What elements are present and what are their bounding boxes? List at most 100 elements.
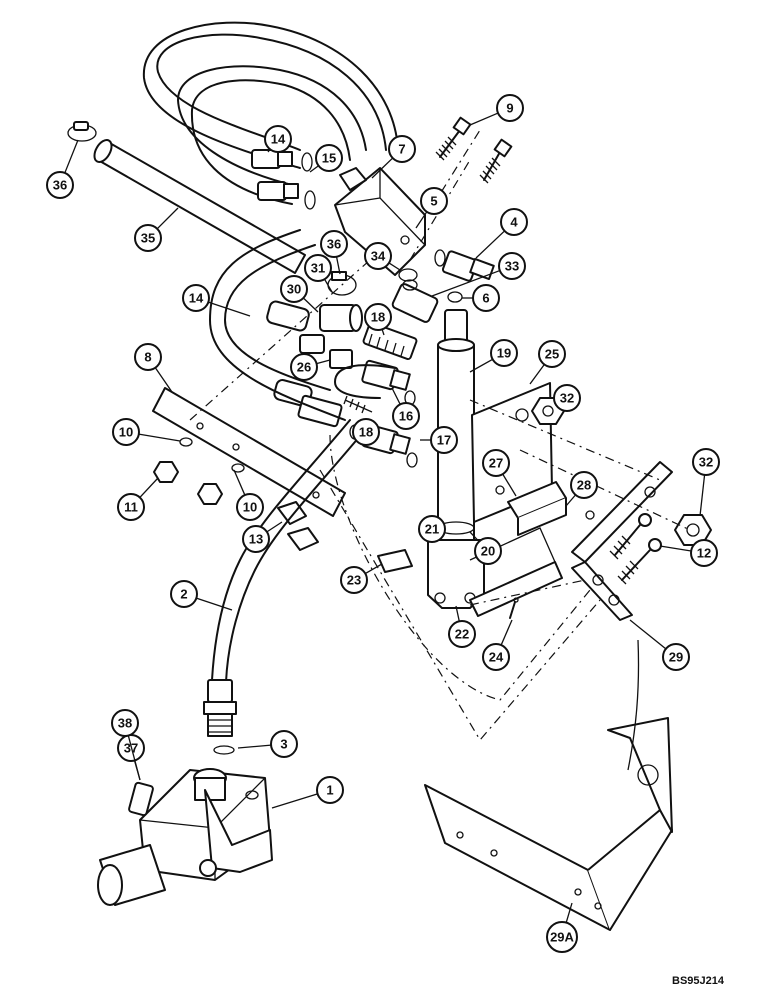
callout-15: 15: [309, 144, 343, 173]
callout-3: 3: [237, 730, 298, 758]
callout-10: 10: [112, 418, 181, 446]
u-tube: [334, 364, 396, 399]
callout-label: 10: [243, 500, 257, 515]
callout-label: 33: [505, 259, 519, 274]
hose-end-left: [266, 300, 343, 428]
nut-11: [153, 461, 223, 505]
fitting-18-upper: [362, 321, 418, 361]
callout-4: 4: [475, 208, 528, 259]
callout-label: 28: [577, 478, 591, 493]
callout-circle: [420, 187, 448, 215]
callout-circle: [498, 252, 526, 280]
callout-19: 19: [469, 339, 518, 373]
callout-leader: [302, 297, 319, 313]
callout-circle: [418, 515, 446, 543]
callout-label: 10: [119, 425, 133, 440]
callout-37: 37: [117, 734, 145, 781]
hose-14-mid: [209, 229, 346, 421]
callout-28: 28: [565, 471, 598, 507]
callout-circle: [546, 921, 578, 953]
callout-leader: [469, 112, 499, 126]
callout-7: 7: [371, 135, 416, 179]
callout-label: 12: [697, 546, 711, 561]
callout-circle: [170, 580, 198, 608]
elbow-fitting-4: [434, 249, 495, 282]
callout-circle: [304, 254, 332, 282]
hose-2-fitting: [203, 679, 237, 755]
callout-leader: [391, 387, 401, 405]
callout-circle: [570, 471, 598, 499]
callout-12: 12: [659, 539, 718, 567]
callout-label: 25: [545, 347, 559, 362]
hose-clamp-36-left: [67, 121, 97, 142]
callout-label: 16: [399, 409, 413, 424]
callout-label: 11: [124, 500, 138, 515]
bolt-9: [435, 116, 513, 184]
callout-label: 27: [489, 456, 503, 471]
callout-circle: [538, 340, 566, 368]
callout-leader: [502, 473, 517, 497]
callout-label: 18: [371, 310, 385, 325]
callout-label: 35: [141, 231, 155, 246]
callout-29: 29: [629, 619, 690, 671]
callout-18: 18: [364, 303, 392, 336]
callout-label: 5: [430, 194, 437, 209]
callout-circle: [392, 402, 420, 430]
callout-27: 27: [482, 449, 517, 497]
spacer-23: [377, 549, 413, 573]
callout-label: 29A: [550, 930, 574, 945]
callout-34: 34: [364, 242, 401, 271]
callout-label: 30: [287, 282, 301, 297]
callout-label: 13: [249, 532, 263, 547]
callout-layer: 1234567891010111213141415161718181920212…: [46, 94, 720, 953]
callout-32: 32: [692, 448, 720, 517]
callout-30: 30: [280, 275, 319, 313]
callout-circle: [117, 493, 145, 521]
callout-leader: [475, 230, 506, 259]
callout-leader: [139, 477, 159, 498]
callout-10: 10: [233, 469, 264, 521]
callout-leader: [309, 165, 319, 173]
bracket-27: [507, 481, 595, 536]
bracket-29A: [424, 717, 673, 931]
callout-5: 5: [415, 187, 448, 229]
callout-circle: [134, 224, 162, 252]
callout-leader: [237, 744, 272, 749]
callout-circle: [111, 709, 139, 737]
callout-circle: [490, 339, 518, 367]
pin-24: [509, 597, 519, 619]
callout-label: 3: [280, 737, 287, 752]
callout-18: 18: [352, 418, 380, 446]
callout-circle: [482, 449, 510, 477]
callout-38: 38: [111, 709, 141, 781]
callout-label: 2: [180, 587, 187, 602]
callout-14: 14: [182, 284, 251, 317]
callout-circle: [270, 730, 298, 758]
callout-circle: [364, 242, 392, 270]
callout-leader: [469, 531, 480, 543]
callout-label: 22: [455, 627, 469, 642]
callout-circle: [280, 275, 308, 303]
callout-leader: [388, 262, 401, 271]
fitting-6: [447, 291, 463, 303]
callout-label: 26: [297, 360, 311, 375]
callout-leader: [64, 139, 79, 174]
callout-24: 24: [482, 619, 513, 671]
callout-32: 32: [553, 384, 581, 412]
hose-2: [211, 419, 366, 683]
callout-label: 29: [669, 650, 683, 665]
bolt-12: [609, 513, 662, 585]
callout-leader: [699, 474, 706, 517]
callout-leader: [415, 211, 428, 229]
callout-label: 21: [425, 522, 439, 537]
callout-31: 31: [304, 254, 333, 293]
callout-29A: 29A: [546, 902, 578, 953]
tee-fitting-33: [391, 268, 439, 323]
callout-circle: [182, 284, 210, 312]
callout-label: 36: [53, 178, 67, 193]
callout-label: 4: [510, 215, 518, 230]
callout-leader: [659, 545, 692, 552]
callout-leader: [455, 605, 460, 622]
